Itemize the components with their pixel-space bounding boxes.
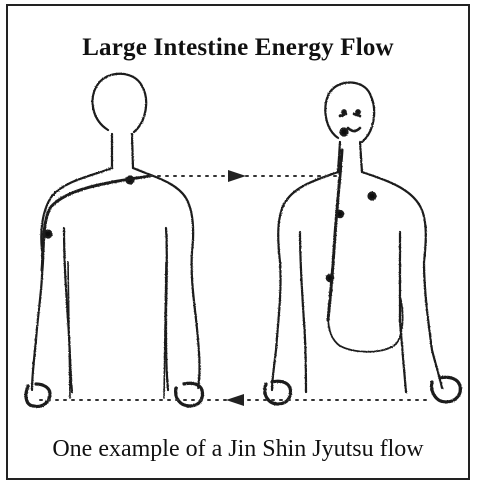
top-arrow-icon [228, 170, 246, 182]
back-inner-right [166, 228, 168, 390]
back-torso-lines [68, 262, 166, 398]
front-face-point [341, 129, 348, 136]
front-eye-left [342, 110, 346, 114]
back-neck-outline [112, 134, 133, 168]
back-figure [26, 74, 203, 407]
front-abdomen-point [327, 275, 333, 281]
front-figure [265, 82, 461, 404]
back-head-outline [93, 74, 147, 132]
front-inner-left [300, 232, 306, 392]
front-belly-outline [328, 290, 402, 352]
back-left-hand [26, 384, 50, 406]
front-eye-right [356, 110, 360, 114]
front-head-outline [325, 82, 374, 142]
front-right-hand [432, 377, 461, 402]
bottom-arrow-icon [226, 394, 244, 406]
front-upper-point [337, 211, 343, 217]
front-chest-point [369, 193, 376, 200]
flow-arrows [40, 170, 432, 406]
back-right-hand [176, 383, 203, 406]
back-body-outline-left [32, 168, 112, 390]
front-left-hand [265, 381, 291, 404]
